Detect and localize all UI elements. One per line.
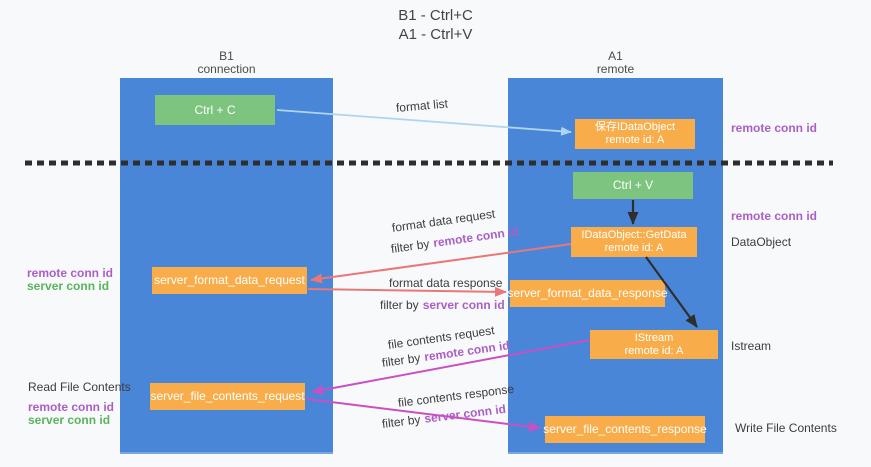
node-ctrl-c: Ctrl + C (155, 95, 275, 125)
label-format-data-response: format data response (389, 276, 503, 290)
lane-header-a1: A1 remote (508, 50, 723, 76)
getdata-line2: remote id: A (604, 242, 664, 254)
diagram-title: B1 - Ctrl+C A1 - Ctrl+V (0, 6, 871, 44)
title-line-2: A1 - Ctrl+V (398, 26, 473, 43)
node-istream: IStream remote id: A (590, 330, 718, 359)
annotation-read-file-contents: Read File Contents (28, 380, 131, 394)
node-server-file-contents-request: server_file_contents_request (150, 383, 305, 410)
annotation-left-remote-conn-id-1: remote conn id (27, 266, 114, 280)
file-request-label: server_file_contents_request (150, 389, 305, 403)
title-line-1: B1 - Ctrl+C (398, 7, 473, 24)
annotation-remote-conn-id-top: remote conn id (731, 121, 818, 135)
istream-line2: remote id: A (624, 344, 684, 357)
annotation-write-file-contents: Write File Contents (735, 421, 837, 435)
ctrl-c-label: Ctrl + C (194, 102, 236, 117)
server-conn-id-text: server conn id (423, 401, 507, 426)
istream-line1: IStream (634, 331, 674, 344)
node-server-format-data-response: server_format_data_response (507, 280, 668, 307)
annotation-dataobject: DataObject (731, 235, 792, 249)
annotation-left-server-conn-id-2: server conn id (28, 413, 111, 427)
lane-b1-role: connection (197, 62, 256, 76)
filter-by-text: filter by (390, 236, 431, 256)
format-response-label: server_format_data_response (507, 286, 668, 300)
remote-conn-id-text: remote conn id (432, 224, 520, 250)
format-request-label: server_format_data_request (154, 273, 305, 287)
lane-header-b1: B1 connection (120, 50, 333, 76)
lane-a1-role: remote (596, 62, 635, 76)
node-idataobject-getdata: IDataObject::GetData remote id: A (571, 227, 697, 257)
node-server-format-data-request: server_format_data_request (152, 267, 307, 294)
label-format-list: format list (395, 96, 449, 115)
filter-by-text: filter by (380, 298, 419, 312)
save-idataobject-line2: remote id: A (605, 134, 665, 146)
filter-by-text: filter by (381, 412, 422, 431)
ctrl-v-label: Ctrl + V (612, 178, 654, 192)
annotation-remote-conn-id-mid: remote conn id (731, 209, 818, 223)
server-conn-id-text: server conn id (422, 298, 505, 312)
node-save-idataobject: 保存IDataObject remote id: A (575, 119, 695, 149)
annotation-left-server-conn-id-1: server conn id (27, 279, 110, 293)
getdata-line1: IDataObject::GetData (581, 229, 687, 241)
file-response-label: server_file_contents_response (543, 422, 707, 436)
lane-b1-name: B1 (219, 49, 234, 63)
filter-by-text: filter by (381, 350, 422, 370)
annotation-istream: Istream (731, 339, 772, 353)
lane-a1-name: A1 (608, 49, 623, 63)
node-ctrl-v: Ctrl + V (573, 172, 693, 199)
node-server-file-contents-response: server_file_contents_response (543, 416, 707, 443)
annotation-left-remote-conn-id-2: remote conn id (28, 400, 115, 414)
save-idataobject-line1: 保存IDataObject (594, 121, 676, 133)
